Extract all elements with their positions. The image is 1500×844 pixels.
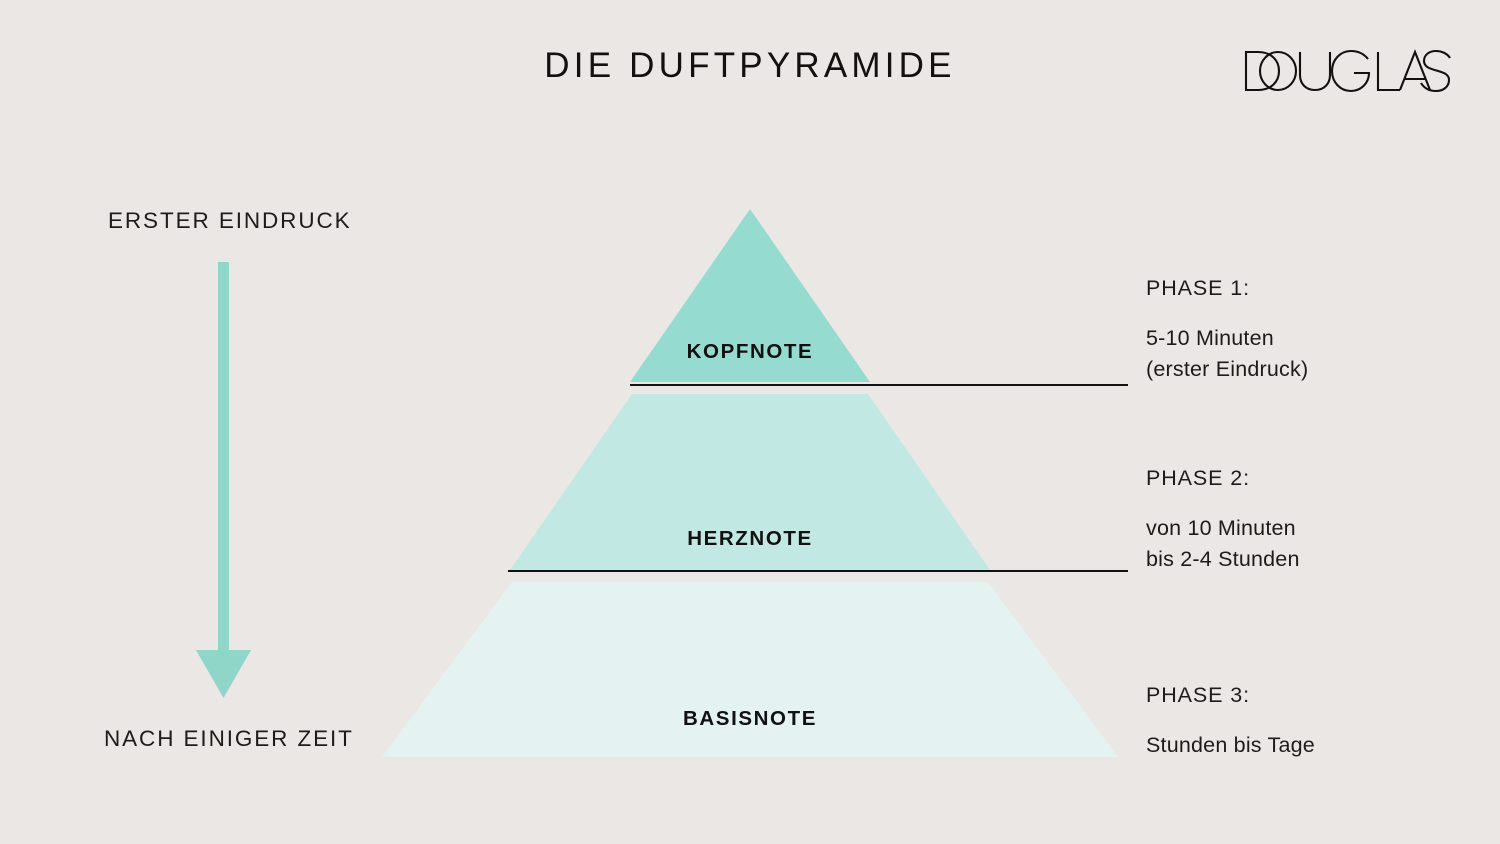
phase-block-1: PHASE 1: 5-10 Minuten (erster Eindruck) (1146, 276, 1476, 384)
pyramid-band-middle (510, 394, 990, 570)
timeline-bottom-label: NACH EINIGER ZEIT (104, 726, 354, 751)
phase-block-3: PHASE 3: Stunden bis Tage (1146, 683, 1476, 761)
douglas-logo-mark (1244, 49, 1451, 93)
pyramid-label-kopfnote: KOPFNOTE (686, 340, 814, 363)
phase-1-line-1: 5-10 Minuten (1146, 326, 1274, 350)
page-title: DIE DUFTPYRAMIDE (544, 46, 956, 85)
douglas-logo (1242, 44, 1452, 98)
phase-3-detail: Stunden bis Tage (1146, 730, 1476, 761)
phase-3-line-1: Stunden bis Tage (1146, 733, 1315, 757)
pyramid-band-top (630, 209, 870, 382)
pyramid-band-bottom (382, 582, 1118, 757)
phase-1-title: PHASE 1: (1146, 276, 1250, 300)
phase-1-line-2: (erster Eindruck) (1146, 356, 1309, 381)
phase-2-line-1: von 10 Minuten (1146, 516, 1296, 540)
fragrance-pyramid (380, 200, 1128, 766)
phase-2-title: PHASE 2: (1146, 466, 1250, 490)
pyramid-label-herznote: HERZNOTE (687, 527, 813, 550)
phase-1-detail: 5-10 Minuten (erster Eindruck) (1146, 323, 1476, 384)
phase-3-title: PHASE 3: (1146, 683, 1250, 707)
arrow-down-icon (188, 262, 260, 702)
divider-phase-1 (630, 384, 1128, 386)
timeline-top-label: ERSTER EINDRUCK (108, 208, 352, 233)
pyramid-label-basisnote: BASISNOTE (683, 707, 817, 730)
phase-2-detail: von 10 Minuten bis 2-4 Stunden (1146, 513, 1476, 574)
phase-2-line-2: bis 2-4 Stunden (1146, 546, 1300, 571)
phase-block-2: PHASE 2: von 10 Minuten bis 2-4 Stunden (1146, 466, 1476, 574)
divider-phase-2 (508, 570, 1128, 572)
